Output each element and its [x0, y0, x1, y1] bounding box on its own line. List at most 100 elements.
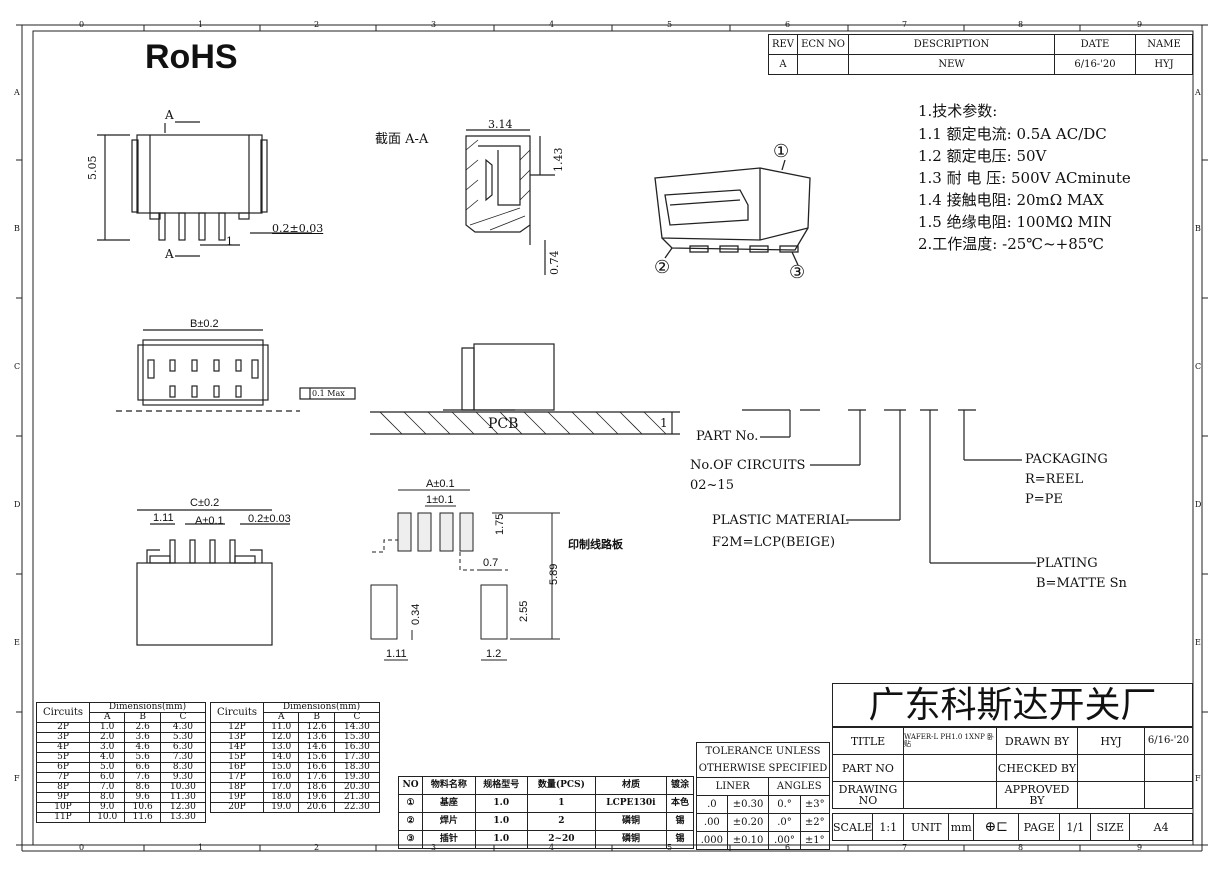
table-cell: 2: [526, 812, 596, 831]
grid-col-label: 0: [79, 843, 85, 852]
bom-header: 数量(PCS): [526, 776, 596, 795]
pcb-layout-label: 印制线路板: [568, 539, 623, 551]
table-cell: .000: [696, 831, 728, 850]
table-cell: 9.6: [124, 792, 161, 803]
pn-plating-value: B=MATTE Sn: [1036, 576, 1127, 591]
title-block-footer: SCALE 1:1 UNIT mm ⊕⊏ PAGE 1/1 SIZE A4: [831, 813, 1193, 841]
table-cell: 15.6: [298, 752, 335, 763]
pin: [189, 539, 196, 564]
bottom-side-view: [136, 509, 290, 646]
revision-table: REV ECN NO DESCRIPTION DATE NAME A NEW 6…: [768, 34, 1193, 75]
table-cell: 3.6: [124, 732, 161, 743]
iso-pin: [779, 245, 799, 253]
pin-slot: [191, 359, 198, 372]
table-cell: 插针: [422, 830, 476, 849]
bom-header: 镀涂: [666, 776, 694, 795]
table-cell: 14.30: [333, 722, 381, 733]
pad: [459, 512, 474, 552]
table-cell: 1.0: [474, 812, 528, 831]
table-cell: 14.6: [298, 742, 335, 753]
table-cell: 13.6: [298, 732, 335, 743]
pin-foot: [149, 555, 171, 564]
dims-header: Dimensions(mm): [263, 702, 380, 713]
table-cell: 4.0: [88, 752, 126, 763]
projection-symbol-icon: ⊕⊏: [973, 813, 1020, 841]
dim-depth: 3.14: [488, 118, 513, 131]
table-cell: 9P: [36, 792, 90, 803]
pad: [439, 512, 454, 552]
grid-col-label: 7: [902, 20, 908, 29]
dim-col-header: C: [159, 712, 207, 723]
hatch-line: [451, 411, 475, 435]
pin: [158, 212, 166, 241]
table-cell: 18.30: [333, 762, 381, 773]
grid-col-label: 6: [785, 20, 791, 29]
table-cell: 4.6: [124, 742, 161, 753]
bom-header: 规格型号: [474, 776, 528, 795]
table-cell: 4P: [36, 742, 90, 753]
grid-row-label: D: [14, 500, 21, 509]
table-cell: 11.6: [124, 812, 161, 823]
title-block: TITLE WAFER-L PH1.0 1XNP 卧贴 DRAWN BY HYJ…: [832, 727, 1193, 809]
pn-material: PLASTIC MATERIAL: [712, 513, 849, 528]
pn-material-value: F2M=LCP(BEIGE): [712, 535, 836, 550]
pn-part-no: PART No.: [696, 429, 759, 444]
table-cell: 5.30: [159, 732, 207, 743]
table-cell: LCPE130i: [594, 794, 668, 813]
pin-slot: [235, 385, 242, 398]
dim-col-header: A: [262, 712, 300, 723]
table-cell: 11P: [36, 812, 90, 823]
bom-header: 物料名称: [422, 776, 476, 795]
grid-row-label: E: [14, 638, 20, 647]
table-cell: 13.0: [262, 742, 300, 753]
grid-row-label: B: [14, 224, 20, 233]
dims-header: Dimensions(mm): [89, 702, 206, 713]
table-cell: 1: [526, 794, 596, 813]
side-view: [370, 343, 680, 435]
grid-row-label: E: [1195, 638, 1201, 647]
pcb-thickness: 1: [660, 416, 668, 430]
table-cell: 12.30: [159, 802, 207, 813]
table-cell: 8.30: [159, 762, 207, 773]
table-cell: 19P: [210, 792, 264, 803]
pin-foot: [238, 212, 250, 220]
dim-offset: 1.11: [153, 512, 174, 524]
table-cell: ②: [397, 812, 424, 831]
grid-col-label: 3: [431, 20, 437, 29]
fp-dim-a: A±0.1: [426, 478, 455, 490]
pcb-footprint: [370, 489, 560, 661]
table-cell: 6P: [36, 762, 90, 773]
spec-item: 1.2 额定电压: 50V: [918, 147, 1047, 165]
fp-dim-total: 5.89: [548, 563, 560, 585]
grid-row-label: A: [1195, 87, 1201, 97]
isometric-view: [654, 159, 811, 266]
hatch-line: [547, 411, 571, 435]
dim-height: 5.05: [86, 155, 99, 181]
table-cell: 12.0: [262, 732, 300, 743]
circuits-header: Circuits: [210, 702, 264, 723]
pin: [198, 212, 206, 241]
pin-slot: [235, 359, 242, 372]
grid-col-label: 2: [314, 843, 320, 852]
dim-pitch: 1: [226, 235, 233, 248]
spec-item: 1.4 接触电阻: 20mΩ MAX: [918, 191, 1104, 209]
table-cell: 7.30: [159, 752, 207, 763]
table-cell: 2P: [36, 722, 90, 733]
iso-pin: [749, 245, 769, 253]
table-cell: 15.0: [262, 762, 300, 773]
company-name: 广东科斯达开关厂: [832, 683, 1193, 727]
pn-circuits: No.OF CIRCUITS: [690, 458, 806, 473]
pin: [218, 212, 226, 241]
callout-3: ③: [789, 262, 806, 283]
table-cell: 1.0: [474, 830, 528, 849]
table-cell: 18.6: [298, 782, 335, 793]
table-cell: 15P: [210, 752, 264, 763]
grid-col-label: 0: [79, 20, 85, 29]
table-cell: 2~20: [526, 830, 596, 849]
